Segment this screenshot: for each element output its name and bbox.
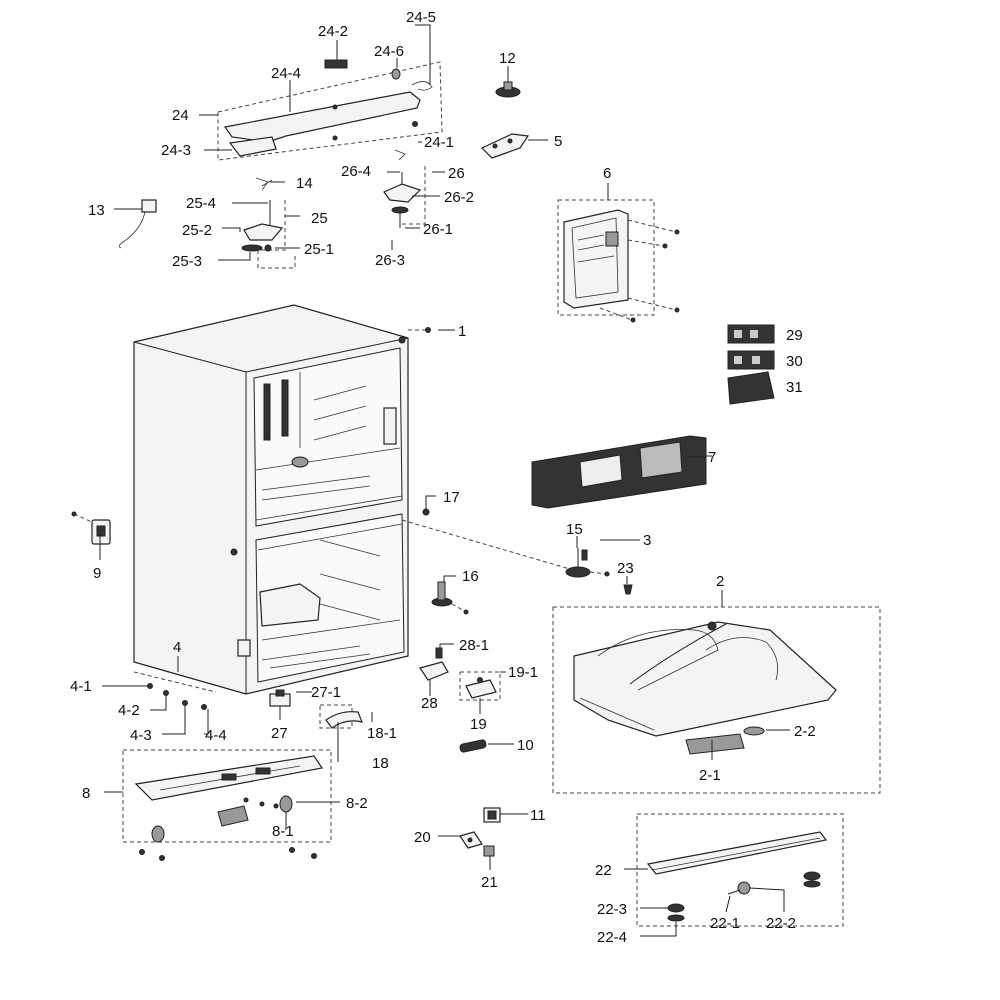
callout-18: 18 (372, 755, 389, 772)
callout-2: 2 (716, 573, 724, 590)
power-cord-13 (119, 199, 157, 249)
callout-22-2: 22-2 (766, 915, 796, 932)
callout-26-2: 26-2 (444, 189, 474, 206)
callout-9: 9 (93, 565, 101, 582)
base-cover-8 (134, 755, 324, 861)
clip-11 (483, 807, 501, 823)
leader-lines (99, 24, 790, 937)
callout-30: 30 (786, 353, 803, 370)
callout-26-3: 26-3 (375, 252, 405, 269)
callout-8-1: 8-1 (272, 823, 294, 840)
callout-4-4: 4-4 (205, 727, 227, 744)
callout-24-3: 24-3 (161, 142, 191, 159)
callout-24: 24 (172, 107, 189, 124)
hinge-assembly-26 (383, 149, 422, 228)
callout-2-2: 2-2 (794, 723, 816, 740)
callout-25-1: 25-1 (304, 241, 334, 258)
screw-17 (422, 500, 430, 516)
callout-28-1: 28-1 (459, 637, 489, 654)
callout-26-1: 26-1 (423, 221, 453, 238)
callout-27: 27 (271, 725, 288, 742)
callout-4-3: 4-3 (130, 727, 152, 744)
callout-25: 25 (311, 210, 328, 227)
bracket-28 (419, 647, 449, 681)
callout-24-5: 24-5 (406, 9, 436, 26)
callout-1: 1 (458, 323, 466, 340)
callout-3: 3 (643, 532, 651, 549)
pcb-boards-29-30-31 (727, 324, 775, 405)
callout-25-2: 25-2 (182, 222, 212, 239)
callout-14: 14 (296, 175, 313, 192)
hinge-pin-16 (431, 581, 469, 615)
callout-12: 12 (499, 50, 516, 67)
front-cover-22 (646, 831, 828, 922)
callout-25-3: 25-3 (172, 253, 202, 270)
bracket-27 (269, 689, 291, 707)
bracket-19 (465, 677, 497, 699)
hinge-assembly-25 (241, 200, 284, 252)
callout-22: 22 (595, 862, 612, 879)
callout-4-1: 4-1 (70, 678, 92, 695)
callout-8: 8 (82, 785, 90, 802)
bracket-15 (565, 548, 610, 578)
callout-11: 11 (530, 807, 546, 824)
callout-17: 17 (443, 489, 460, 506)
upper-hinge-bracket-24 (223, 59, 433, 157)
callout-24-2: 24-2 (318, 23, 348, 40)
callout-22-1: 22-1 (710, 915, 740, 932)
hinge-cap-12 (495, 81, 521, 98)
callout-13: 13 (88, 202, 105, 219)
control-box-6 (563, 209, 680, 323)
callout-4-2: 4-2 (118, 702, 140, 719)
callout-10: 10 (517, 737, 534, 754)
callout-15: 15 (566, 521, 583, 538)
evaporator-cover-7 (531, 435, 707, 509)
callout-24-1: 24-1 (424, 134, 454, 151)
callout-29: 29 (786, 327, 803, 344)
nut-21 (483, 845, 495, 857)
callout-4: 4 (173, 639, 181, 656)
callout-22-4: 22-4 (597, 929, 627, 946)
clip-14 (255, 177, 273, 191)
roller-10 (459, 739, 487, 753)
callout-21: 21 (481, 874, 498, 891)
callout-5: 5 (554, 133, 562, 150)
callout-8-2: 8-2 (346, 795, 368, 812)
callout-31: 31 (786, 379, 803, 396)
callout-28: 28 (421, 695, 438, 712)
callout-19: 19 (470, 716, 487, 733)
group-boxes (122, 61, 881, 927)
callout-18-1: 18-1 (367, 725, 397, 742)
callout-23: 23 (617, 560, 634, 577)
door-switch-5 (480, 133, 530, 159)
machine-compartment-2 (573, 621, 837, 755)
callout-22-3: 22-3 (597, 901, 627, 918)
callout-16: 16 (462, 568, 479, 585)
callout-7: 7 (708, 449, 716, 466)
callout-19-1: 19-1 (508, 664, 538, 681)
leveler-20 (459, 831, 483, 849)
callout-labels: 24-2 24-5 24-6 24-4 24 24-1 24-3 12 5 14… (70, 9, 816, 946)
callout-6: 6 (603, 165, 611, 182)
callout-26-4: 26-4 (341, 163, 371, 180)
callout-2-1: 2-1 (699, 767, 721, 784)
callout-27-1: 27-1 (311, 684, 341, 701)
bracket-9 (71, 511, 111, 545)
cabinet-1 (133, 304, 581, 695)
callout-20: 20 (414, 829, 431, 846)
callout-24-6: 24-6 (374, 43, 404, 60)
callout-25-4: 25-4 (186, 195, 216, 212)
callout-26: 26 (448, 165, 465, 182)
damper-23 (623, 584, 633, 595)
cover-18 (325, 711, 363, 729)
callout-24-4: 24-4 (271, 65, 301, 82)
